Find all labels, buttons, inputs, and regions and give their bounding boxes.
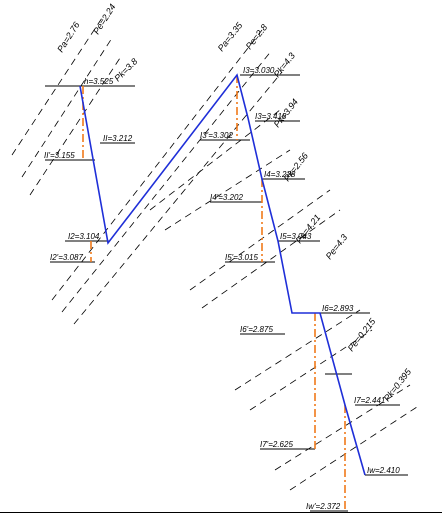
- state-label-16: Iw=2.410: [367, 466, 400, 475]
- state-label-13: I6'=2.875: [240, 325, 273, 334]
- process-line: [79, 73, 366, 476]
- level-lines: [0, 74, 442, 513]
- state-label-8: I4=3.228: [264, 170, 296, 179]
- state-label-12: I6=2.893: [322, 304, 354, 313]
- rotated-labels: Pa=2.76 Pe=2.24 Pk=3.8 Pa=3.35 Pe=2.8 Pk…: [55, 2, 414, 403]
- rot-label-10: Pe=0.215: [346, 316, 378, 354]
- state-label-2: II'=3.155: [44, 151, 75, 160]
- state-label-7: I3=3.418: [255, 112, 287, 121]
- state-label-14: I7=2.441: [354, 396, 385, 405]
- state-label-9: I4'=3.202: [210, 193, 243, 202]
- rot-label-9: Pe=4.3: [324, 232, 350, 261]
- state-label-3: I2=3.104: [68, 232, 100, 241]
- state-label-1: II=3.212: [103, 134, 133, 143]
- state-label-6: I3'=3.302: [200, 131, 233, 140]
- state-label-11: I5'=3.015: [225, 253, 258, 262]
- rot-label-2: Pk=3.8: [112, 56, 139, 83]
- state-label-15: I7'=2.625: [260, 440, 293, 449]
- rot-label-4: Pe=2.8: [244, 22, 270, 51]
- rot-label-1: Pe=2.24: [91, 2, 117, 36]
- rot-label-11: Pk=0.395: [382, 366, 414, 403]
- state-label-4: I2'=3.087: [50, 253, 83, 262]
- state-label-0: h=3.525: [84, 77, 114, 86]
- state-label-10: I5=3.043: [280, 232, 312, 241]
- state-label-5: I3=3.030: [243, 66, 275, 75]
- state-label-17: Iw'=2.372: [306, 502, 341, 511]
- state-labels: h=3.525 II=3.212 II'=3.155 I2=3.104 I2'=…: [44, 66, 400, 511]
- rot-label-0: Pa=2.76: [55, 20, 81, 54]
- rot-label-3: Pa=3.35: [216, 20, 245, 54]
